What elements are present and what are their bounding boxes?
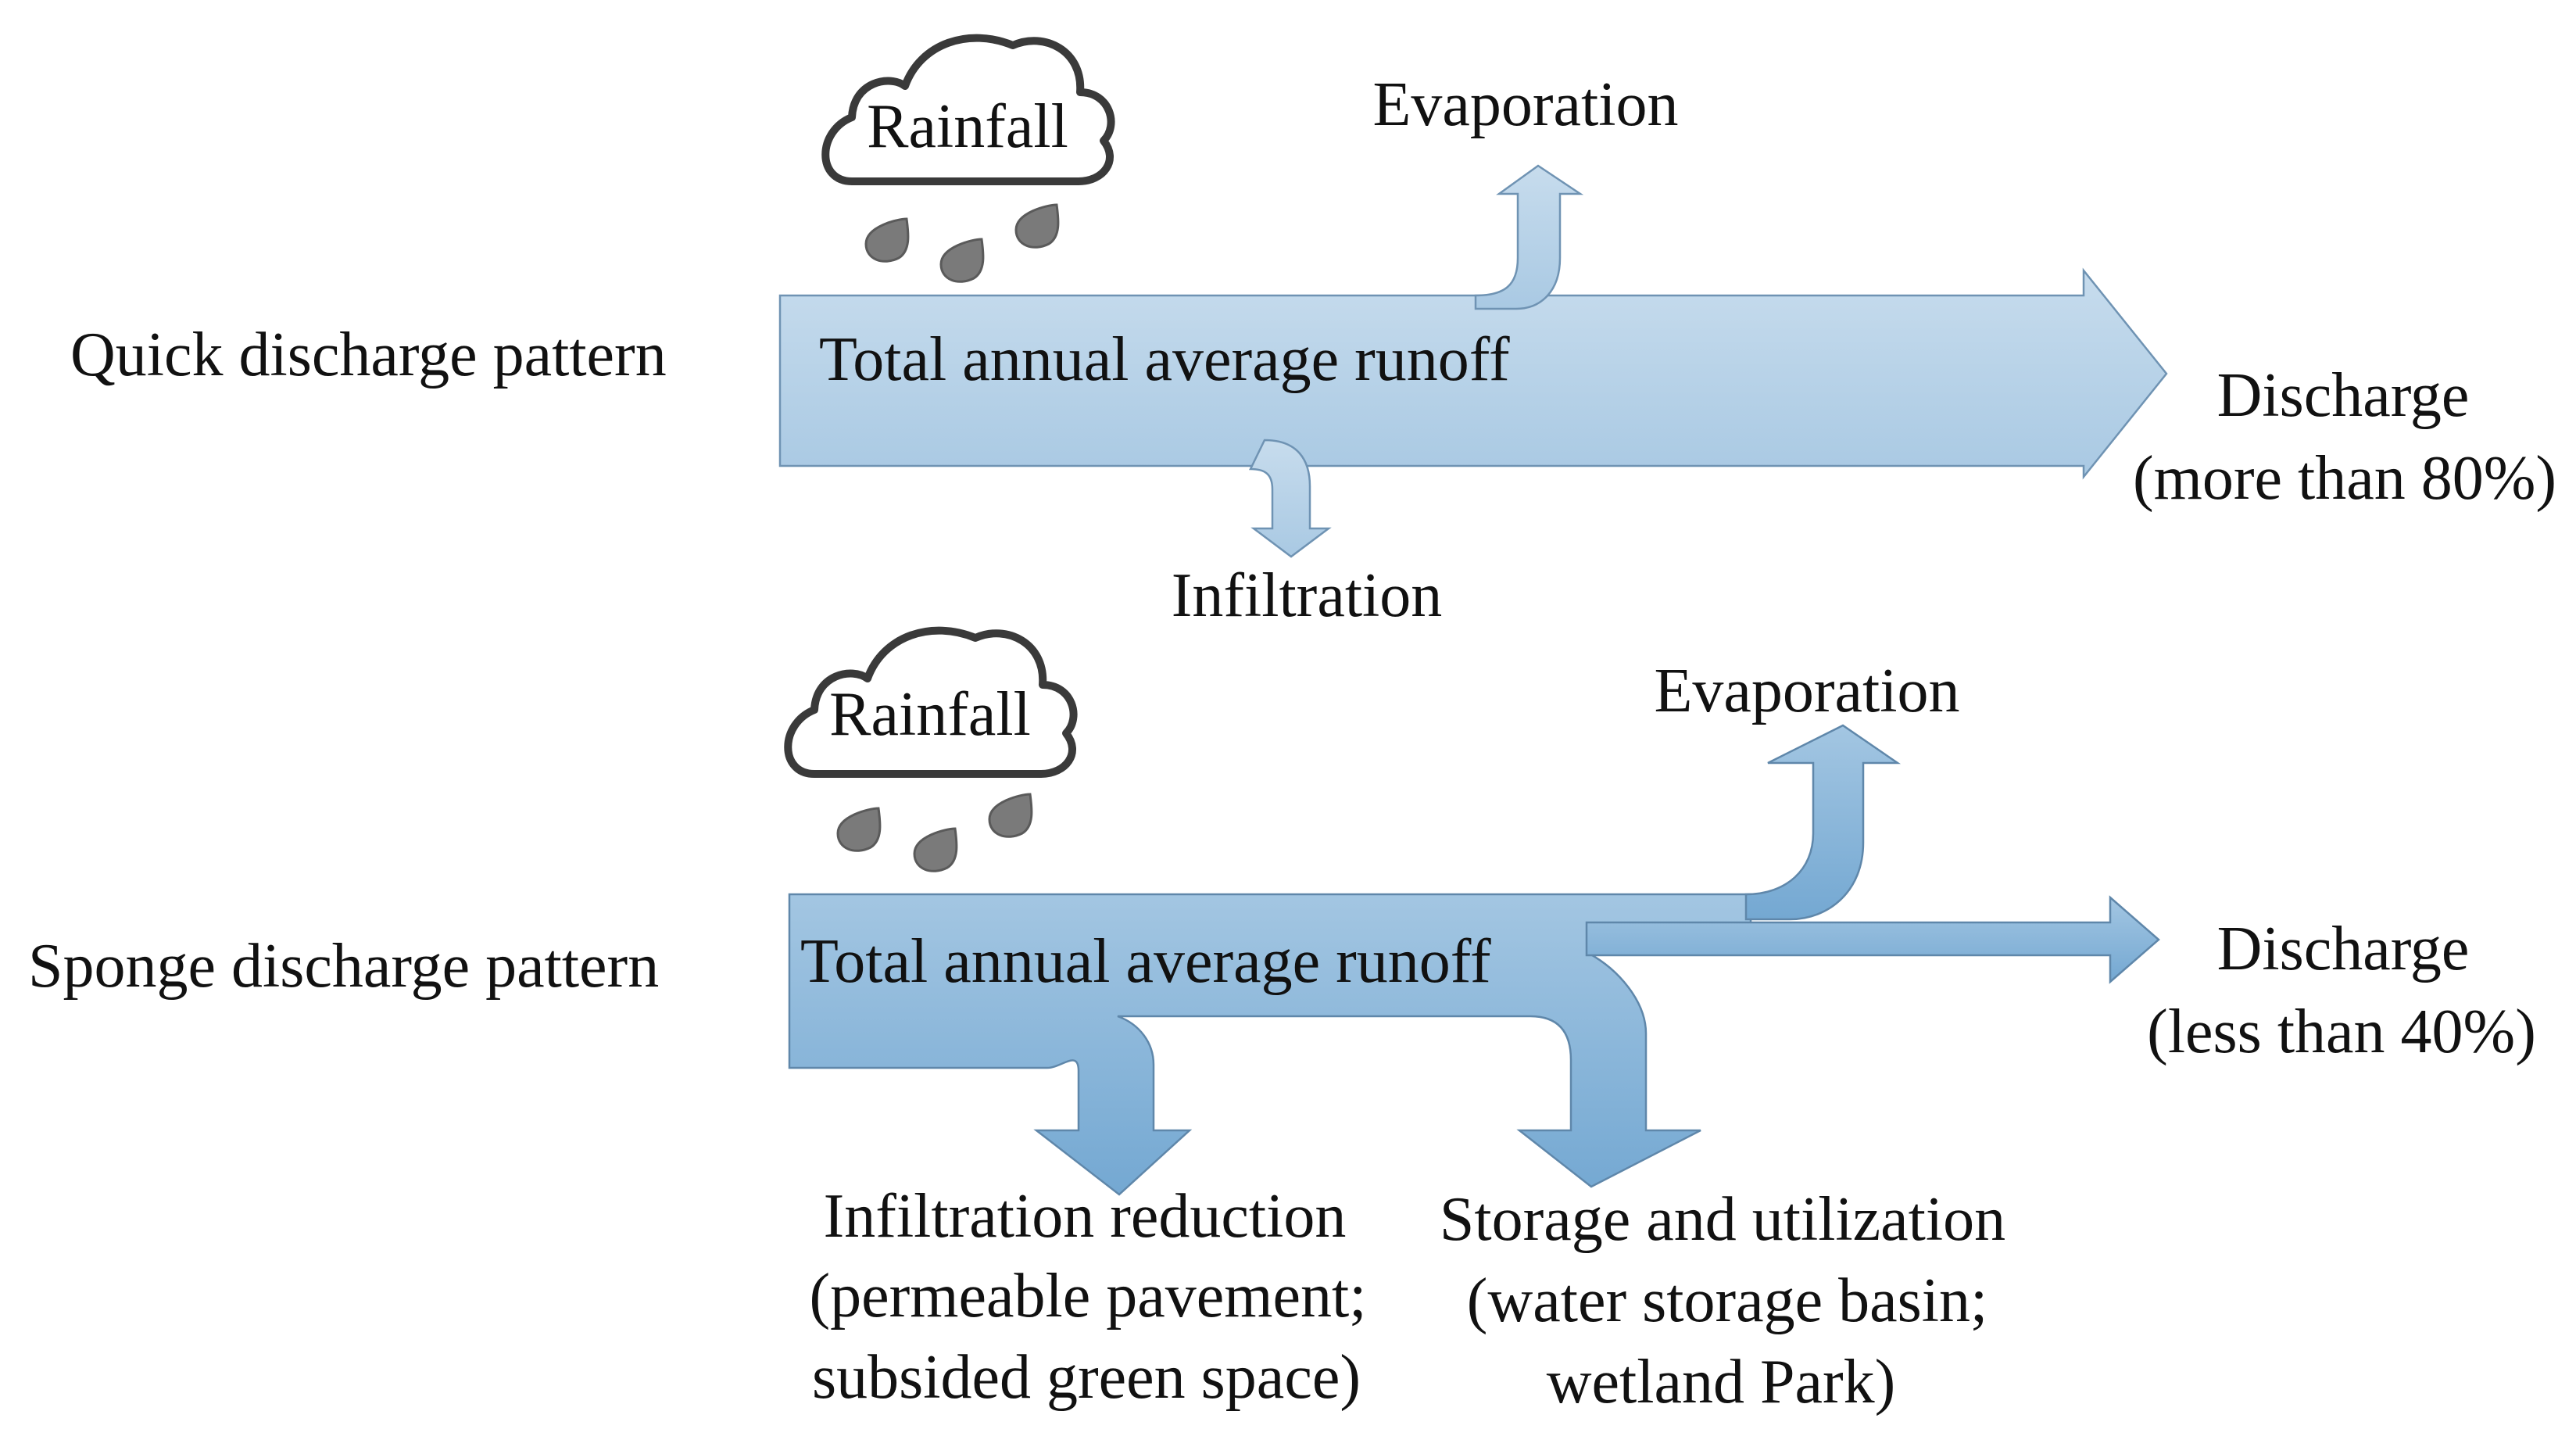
sponge-raindrops	[836, 793, 1033, 872]
quick-discharge-share: (more than 80%)	[2133, 444, 2556, 513]
sponge-evaporation-label: Evaporation	[1655, 657, 1960, 725]
storage-utilization-line2: (water storage basin;	[1467, 1266, 1987, 1335]
raindrop-icon	[988, 793, 1033, 838]
quick-rainfall-label: Rainfall	[867, 92, 1068, 161]
raindrop-icon	[913, 827, 958, 872]
sponge-discharge-arrow	[1585, 895, 2160, 984]
quick-pattern: Quick discharge pattern Rainfall Total a…	[70, 34, 2556, 630]
quick-evaporation-label: Evaporation	[1373, 70, 1679, 139]
quick-rainfall-cloud: Rainfall	[821, 34, 1115, 185]
quick-pattern-label: Quick discharge pattern	[70, 321, 667, 389]
sponge-discharge-title: Discharge	[2217, 915, 2470, 983]
raindrop-icon	[864, 217, 910, 263]
quick-runoff-arrow	[778, 267, 2168, 480]
sponge-discharge-share: (less than 40%)	[2147, 997, 2536, 1066]
infiltration-reduction-line1: Infiltration reduction	[824, 1182, 1347, 1251]
quick-infiltration-arrow	[1249, 439, 1332, 558]
quick-runoff-label: Total annual average runoff	[819, 325, 1510, 394]
storage-utilization-line1: Storage and utilization	[1440, 1185, 2005, 1254]
sponge-pattern: Sponge discharge pattern Rainfall Total …	[28, 626, 2536, 1416]
sponge-runoff-label: Total annual average runoff	[800, 927, 1491, 996]
infiltration-reduction-label: Infiltration reduction (permeable paveme…	[810, 1182, 1367, 1412]
infiltration-reduction-line2: (permeable pavement;	[810, 1262, 1367, 1331]
storage-utilization-line3: wetland Park)	[1547, 1348, 1896, 1416]
sponge-rainfall-label: Rainfall	[829, 680, 1031, 749]
quick-discharge-title: Discharge	[2217, 361, 2470, 430]
quick-evaporation-arrow	[1474, 164, 1584, 310]
raindrop-icon	[1014, 203, 1060, 249]
infiltration-reduction-line3: subsided green space)	[812, 1343, 1361, 1412]
raindrop-icon	[939, 238, 985, 283]
raindrop-icon	[836, 807, 882, 852]
sponge-evaporation-arrow	[1744, 724, 1902, 921]
cloud-icon	[784, 626, 1078, 778]
quick-infiltration-label: Infiltration	[1172, 561, 1443, 630]
sponge-pattern-label: Sponge discharge pattern	[28, 932, 659, 1001]
quick-raindrops	[864, 203, 1060, 283]
cloud-icon	[821, 34, 1115, 185]
sponge-rainfall-cloud: Rainfall	[784, 626, 1078, 778]
storage-utilization-label: Storage and utilization (water storage b…	[1440, 1185, 2005, 1416]
sponge-runoff-body	[788, 893, 1752, 1196]
